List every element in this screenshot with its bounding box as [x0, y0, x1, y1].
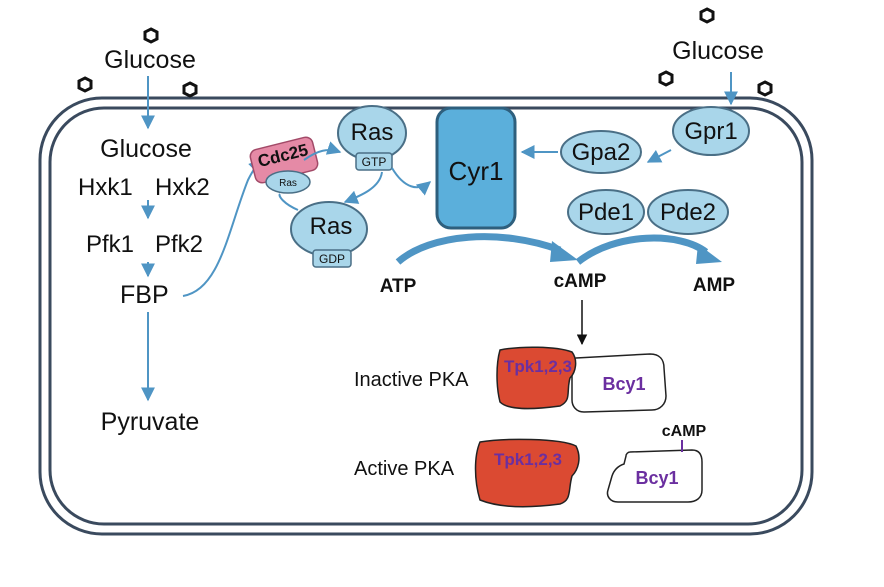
active-bcy1: Bcy1 [606, 449, 703, 503]
cell-membrane-outer [38, 96, 814, 536]
atp-to-camp-arrow [395, 233, 562, 265]
cyr1-protein: Cyr1 [435, 106, 517, 230]
gpr1-to-gpa2-arrow [646, 149, 672, 163]
ras-gdp-label: Ras [310, 213, 353, 240]
pfk1-label: Pfk1 [86, 231, 134, 258]
gtp-label: GTP [362, 155, 387, 169]
pfk2-label: Pfk2 [155, 231, 203, 258]
pde2-protein: Pde2 [647, 189, 729, 235]
active-tpk: Tpk1,2,3 [474, 438, 580, 508]
hxk2-label: Hxk2 [155, 174, 210, 201]
cyr1-label: Cyr1 [449, 156, 504, 186]
gtp-badge [355, 152, 393, 171]
ras-gtp-to-gdp-arrow [343, 171, 383, 204]
active-pka-label: Active PKA [354, 458, 455, 480]
bcy1-active-label: Bcy1 [635, 468, 678, 488]
tpk-inactive-label: Tpk1,2,3 [504, 357, 572, 376]
camp-to-amp-arrowhead [696, 244, 722, 264]
camp-label: cAMP [554, 271, 607, 292]
glucose-hexagon-icon [757, 80, 773, 97]
camp-bound-label: cAMP [662, 423, 707, 440]
pyruvate-label: Pyruvate [101, 408, 200, 436]
camp-to-amp-arrow [575, 234, 709, 265]
ras-gtp-label: Ras [351, 119, 394, 146]
gdp-label: GDP [319, 252, 345, 266]
ras-gdp-to-cdc25-arrow [278, 193, 299, 211]
fbp-label: FBP [120, 281, 169, 309]
inactive-bcy1: Bcy1 [571, 353, 667, 413]
gpr1-protein: Gpr1 [672, 106, 750, 156]
glucose-hexagon-icon [182, 81, 198, 98]
pde2-label: Pde2 [660, 199, 716, 226]
gpa2-label: Gpa2 [572, 139, 631, 166]
glucose-hexagon-icon [143, 27, 159, 44]
glucose-hexagon-icon [658, 70, 674, 87]
bcy1-inactive-label: Bcy1 [602, 374, 645, 394]
gdp-badge [312, 249, 352, 268]
cdc25-protein: Cdc25 Ras [249, 136, 319, 194]
glucose-intracellular-label: Glucose [100, 135, 192, 163]
hxk1-label: Hxk1 [78, 174, 133, 201]
ras-gtp-protein: Ras GTP [337, 105, 407, 171]
glucose-hexagon-icon [699, 7, 715, 24]
gpr1-label: Gpr1 [684, 118, 737, 145]
inactive-pka-label: Inactive PKA [354, 369, 469, 391]
glucose-molecule-icons [77, 7, 773, 98]
glucose-right-label: Glucose [672, 37, 764, 65]
cdc25-ras-ellipse [265, 170, 311, 194]
pde1-label: Pde1 [578, 199, 634, 226]
pde1-protein: Pde1 [567, 189, 645, 235]
glucose-hexagon-icon [77, 76, 93, 93]
atp-label: ATP [380, 276, 417, 297]
tpk-active-label: Tpk1,2,3 [494, 450, 562, 469]
cell-membrane-inner [48, 106, 804, 526]
gpa2-protein: Gpa2 [560, 130, 642, 174]
ras-gtp-to-cyr1-arrow [391, 167, 432, 196]
glucose-left-label: Glucose [104, 46, 196, 74]
atp-to-camp-arrowhead [550, 241, 578, 262]
cdc25-to-ras-gtp-arrow [303, 141, 342, 161]
ras-gdp-protein: Ras GDP [290, 201, 368, 268]
cdc25-ras-label: Ras [279, 178, 297, 189]
amp-label: AMP [693, 275, 736, 296]
inactive-tpk: Tpk1,2,3 [496, 346, 577, 410]
